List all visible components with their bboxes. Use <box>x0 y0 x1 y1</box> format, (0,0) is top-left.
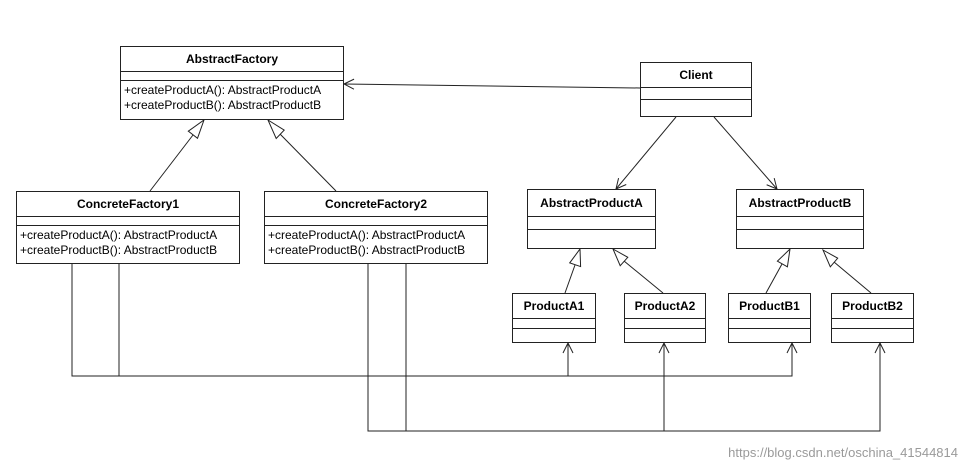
class-attributes <box>265 217 487 226</box>
product-a1-generalization <box>564 247 582 294</box>
product-b2-class[interactable]: ProductB2 <box>831 293 914 343</box>
operation: +createProductA(): AbstractProductA <box>268 228 466 242</box>
class-operations: +createProductA(): AbstractProductA +cre… <box>121 81 343 113</box>
class-name: ConcreteFactory1 <box>17 192 239 217</box>
class-attributes <box>17 217 239 226</box>
concrete-factory2-class[interactable]: ConcreteFactory2 +createProductA(): Abst… <box>264 191 488 264</box>
concrete-factory2-to-product-a2-dependency <box>405 264 664 432</box>
concrete-factory1-to-product-b1-dependency <box>118 264 792 377</box>
abstract-product-a-class[interactable]: AbstractProductA <box>527 189 656 249</box>
operation: +createProductB(): AbstractProductB <box>268 243 466 257</box>
class-name: ConcreteFactory2 <box>265 192 487 217</box>
class-attributes <box>729 319 810 329</box>
watermark-text: https://blog.csdn.net/oschina_41544814 <box>728 445 958 460</box>
class-name: AbstractProductB <box>737 190 863 217</box>
class-attributes <box>528 217 655 230</box>
class-operations: +createProductA(): AbstractProductA +cre… <box>17 226 239 258</box>
abstract-product-b-class[interactable]: AbstractProductB <box>736 189 864 249</box>
operation: +createProductA(): AbstractProductA <box>20 228 218 242</box>
concrete-factory1-to-product-a1-dependency <box>71 264 568 377</box>
class-name: AbstractProductA <box>528 190 655 217</box>
product-b2-generalization <box>821 248 872 294</box>
class-attributes <box>737 217 863 230</box>
concrete-factory2-to-product-b2-dependency <box>367 264 880 432</box>
class-name: ProductA1 <box>513 294 595 319</box>
class-attributes <box>121 72 343 81</box>
class-name: ProductB2 <box>832 294 913 319</box>
operation: +createProductB(): AbstractProductB <box>20 243 218 257</box>
class-name: ProductA2 <box>625 294 705 319</box>
product-b1-class[interactable]: ProductB1 <box>728 293 811 343</box>
class-name: ProductB1 <box>729 294 810 319</box>
product-b1-generalization <box>765 247 791 294</box>
client-to-abstract-factory-association <box>344 84 641 88</box>
concrete-factory2-generalization <box>266 118 337 192</box>
operation: +createProductA(): AbstractProductA <box>124 83 322 97</box>
concrete-factory1-generalization <box>149 118 206 192</box>
class-name: AbstractFactory <box>121 47 343 72</box>
product-a1-class[interactable]: ProductA1 <box>512 293 596 343</box>
class-attributes <box>513 319 595 329</box>
client-to-abstract-product-b-association <box>713 116 777 189</box>
abstract-factory-class[interactable]: AbstractFactory +createProductA(): Abstr… <box>120 46 344 120</box>
class-name: Client <box>641 63 751 88</box>
class-operations: +createProductA(): AbstractProductA +cre… <box>265 226 487 258</box>
class-attributes <box>832 319 913 329</box>
class-attributes <box>625 319 705 329</box>
operation: +createProductB(): AbstractProductB <box>124 98 322 112</box>
class-attributes <box>641 88 751 100</box>
client-class[interactable]: Client <box>640 62 752 117</box>
client-to-abstract-product-a-association <box>616 116 677 189</box>
product-a2-generalization <box>611 247 664 294</box>
concrete-factory1-class[interactable]: ConcreteFactory1 +createProductA(): Abst… <box>16 191 240 264</box>
product-a2-class[interactable]: ProductA2 <box>624 293 706 343</box>
